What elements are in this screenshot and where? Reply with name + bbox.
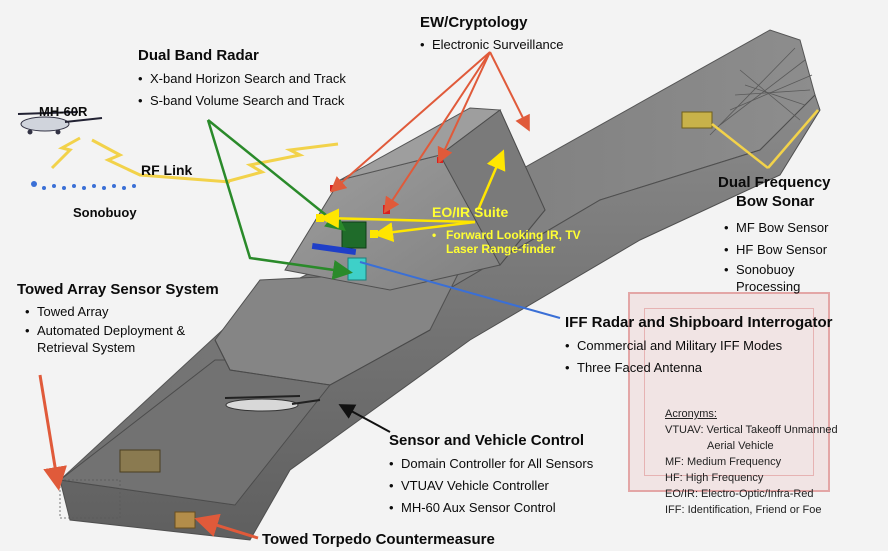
eoir-callout: EO/IR Suite •Forward Looking IR, TV Lase… (432, 204, 581, 256)
towed-array-callout: Towed Array Sensor System Towed Array Au… (17, 281, 219, 356)
iff-callout: IFF Radar and Shipboard Interrogator Com… (565, 314, 833, 379)
sonar-title-1: Dual Frequency (718, 174, 831, 191)
iff-bullet: Commercial and Military IFF Modes (565, 335, 833, 357)
eoir-arrows (319, 149, 506, 243)
sonar-bullet: MF Bow Sensor (724, 217, 831, 239)
towed-array-bullet: Towed Array (25, 302, 219, 322)
watermark-seal (628, 292, 830, 492)
eoir-line-2: Laser Range-finder (446, 242, 556, 256)
radar-title: Dual Band Radar (138, 47, 259, 64)
bow-plating (709, 47, 813, 136)
acronyms-title: Acronyms: (665, 408, 717, 420)
svc-callout: Sensor and Vehicle Control Domain Contro… (389, 432, 593, 519)
torpedo-countermeasure-box (174, 511, 196, 529)
sonobuoy-field (31, 181, 136, 190)
sonar-title-2: Bow Sonar (736, 193, 815, 210)
iff-title: IFF Radar and Shipboard Interrogator (565, 314, 833, 331)
ew-bullet: Electronic Surveillance (420, 35, 564, 54)
acronym-mf: MF: Medium Frequency (665, 456, 782, 468)
svc-bullets: Domain Controller for All Sensors VTUAV … (389, 453, 593, 519)
sonar-callout: Dual Frequency Bow Sonar MF Bow Sensor H… (718, 173, 831, 295)
svc-bullet: MH-60 Aux Sensor Control (389, 497, 593, 519)
deckhouse-side (439, 109, 546, 266)
iff-bullets: Commercial and Military IFF Modes Three … (565, 335, 833, 379)
eoir-line-1: •Forward Looking IR, TV (432, 228, 581, 242)
ew-title: EW/Cryptology (420, 14, 528, 31)
radar-bullets: X-band Horizon Search and Track S-band V… (138, 68, 346, 112)
deck-helicopter (224, 395, 321, 412)
iff-bullet: Three Faced Antenna (565, 357, 833, 379)
torpedo-label: Towed Torpedo Countermeasure (262, 531, 495, 548)
ew-bullets: Electronic Surveillance (420, 35, 564, 54)
svc-bullet: Domain Controller for All Sensors (389, 453, 593, 475)
flight-deck (58, 359, 331, 506)
mh60r-label: MH-60R (39, 104, 88, 119)
svc-title: Sensor and Vehicle Control (389, 432, 585, 449)
svc-bullet: VTUAV Vehicle Controller (389, 475, 593, 497)
acronym-vtuav: VTUAV: Vertical Takeoff Unmanned (665, 424, 838, 436)
radar-callout: Dual Band Radar X-band Horizon Search an… (138, 47, 346, 112)
towed-array-arrow (38, 374, 67, 491)
sonar-bullets: MF Bow Sensor HF Bow Sensor SonobuoyProc… (724, 217, 831, 295)
towed-array-title: Towed Array Sensor System (17, 281, 219, 298)
radar-panel-green (341, 221, 367, 249)
ew-arrows (329, 51, 530, 214)
acronym-vtuav-cont: Aerial Vehicle (707, 440, 774, 452)
sonar-bullet: HF Bow Sensor (724, 239, 831, 261)
sonar-arrows (711, 109, 819, 169)
stern-mesh (59, 479, 121, 519)
towed-array-bullet: Automated Deployment &Retrieval System (25, 322, 219, 356)
sonobuoy-label: Sonobuoy (73, 205, 137, 220)
vtuav-box (119, 449, 161, 473)
iff-line (359, 261, 561, 319)
torpedo-arrow (194, 513, 259, 540)
acronym-iff: IFF: Identification, Friend or Foe (665, 504, 822, 516)
svc-arrow (338, 404, 391, 433)
acronym-hf: HF: High Frequency (665, 472, 764, 484)
eo-sensor-1 (316, 214, 324, 222)
iff-antenna-cyan (347, 257, 367, 281)
iff-antenna-blue (311, 242, 357, 256)
acronyms-box: Acronyms: VTUAV: Vertical Takeoff Unmann… (665, 406, 838, 518)
eoir-title: EO/IR Suite (432, 204, 509, 220)
sonar-dome (681, 111, 713, 129)
ew-callout: EW/Cryptology Electronic Surveillance (420, 14, 564, 54)
rf-link-label: RF Link (141, 162, 193, 178)
radar-bullet: X-band Horizon Search and Track (138, 68, 346, 90)
rf-link-lines (50, 136, 339, 184)
towed-array-bullets: Towed Array Automated Deployment &Retrie… (25, 302, 219, 356)
radar-bullet: S-band Volume Search and Track (138, 90, 346, 112)
mh60r-helicopter (17, 111, 103, 135)
eo-sensor-2 (370, 230, 378, 238)
acronym-eoir: EO/IR: Electro-Optic/Infra-Red (665, 488, 814, 500)
